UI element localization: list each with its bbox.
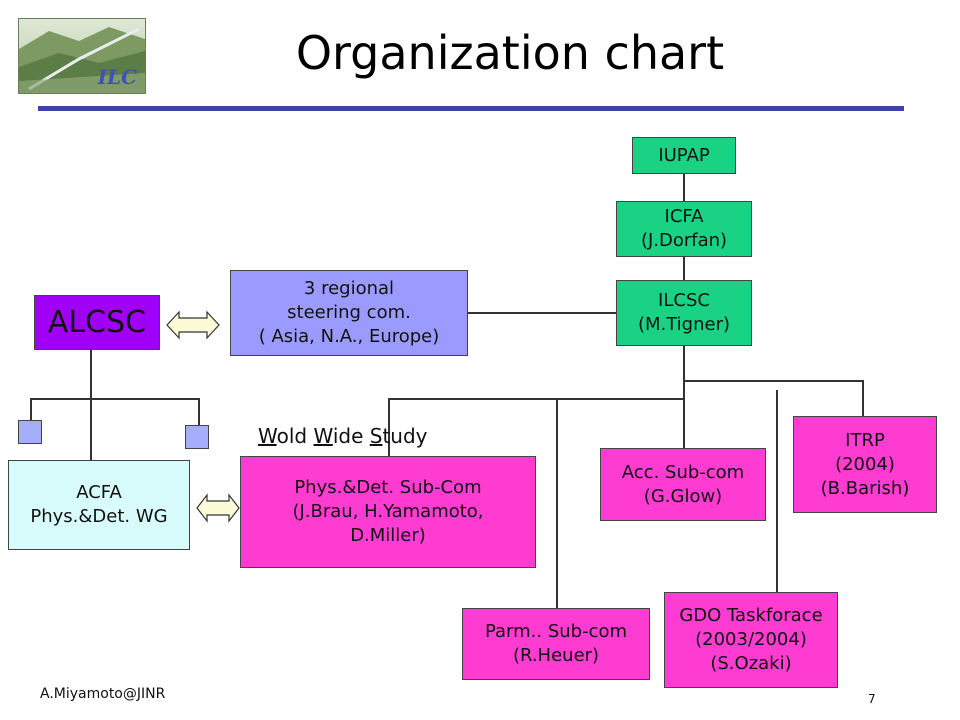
node-acfa-line-1: ACFA [76,482,122,503]
node-regional-line-2: steering com. [287,302,411,323]
node-acc-line-2: (G.Glow) [643,485,723,507]
node-physdet-line-1: Phys.&Det. Sub-Com [294,477,482,498]
node-itrp-line-2: (2004) [835,453,895,475]
node-parm-line-1: Parm.. Sub-com [484,621,628,642]
node-icfa: ICFA (J.Dorfan) [616,201,752,257]
connector-parm-drop [556,398,558,608]
node-acfa-line-2: Phys.&Det. WG [30,506,168,527]
connector-acc-drop [683,380,685,448]
node-alcsc-line-1: ALCSC [47,304,147,340]
double-arrow-icon-bottom [196,493,240,523]
page-title: Organization chart [295,26,725,80]
wws-initial-s: S [369,424,383,448]
sub-square-right [185,425,209,449]
world-wide-study-label: Wold Wide Study [258,424,428,448]
connector-regional-ilcsc [467,312,616,314]
node-regional-line-3: ( Asia, N.A., Europe) [258,326,440,347]
node-ilcsc-line-1: ILCSC [658,290,710,311]
wws-rest-3: tudy [382,424,428,448]
node-ilcsc-line-2: (M.Tigner) [637,314,731,335]
node-gdo-line-1: GDO Taskforace [679,605,823,626]
connector-ilcsc-down [683,346,685,380]
node-iupap: IUPAP [632,137,736,174]
node-regional-steering: 3 regional steering com. ( Asia, N.A., E… [230,270,468,356]
wws-rest-1: old [276,424,314,448]
node-physdet-line-2: (J.Brau, H.Yamamoto, [292,501,484,522]
wws-rest-2: ide [332,424,370,448]
wws-initial-w1: W [258,424,277,448]
node-itrp: ITRP (2004) (B.Barish) [793,416,937,513]
connector-right-square-drop [198,398,200,425]
node-regional-line-1: 3 regional [303,278,395,299]
connector-gdo-drop [776,390,778,592]
node-alcsc: ALCSC [34,295,160,350]
node-itrp-line-1: ITRP [845,429,885,451]
node-icfa-line-1: ICFA [664,206,704,227]
node-itrp-line-3: (B.Barish) [820,477,910,499]
title-divider [38,106,904,111]
node-gdo-taskforce: GDO Taskforace (2003/2004) (S.Ozaki) [664,592,838,688]
node-icfa-line-2: (J.Dorfan) [640,230,728,251]
node-parm-line-2: (R.Heuer) [512,645,600,666]
node-gdo-line-2: (2003/2004) [695,629,807,650]
connector-physdet-drop [388,398,390,456]
connector-hbar-right [683,380,863,382]
connector-left-square-drop [30,398,32,420]
node-parm-subcom: Parm.. Sub-com (R.Heuer) [462,608,650,680]
logo-text: ILC [97,65,137,89]
page-number: 7 [868,692,876,706]
connector-itrp-drop [862,380,864,416]
connector-icfa-ilcsc [683,256,685,280]
wws-initial-w2: W [313,424,333,448]
node-ilcsc: ILCSC (M.Tigner) [616,280,752,346]
connector-hbar-left [388,398,684,400]
node-acc-line-1: Acc. Sub-com [621,461,745,483]
footer-author: A.Miyamoto@JINR [40,686,166,702]
node-physdet-subcom: Phys.&Det. Sub-Com (J.Brau, H.Yamamoto, … [240,456,536,568]
node-acc-subcom: Acc. Sub-com (G.Glow) [600,448,766,521]
connector-alcsc-down [90,350,92,460]
node-physdet-line-3: D.Miller) [350,525,426,546]
connector-alcsc-hbar [30,398,200,400]
connector-iupap-icfa [683,173,685,201]
double-arrow-icon-top [166,310,220,340]
node-gdo-line-3: (S.Ozaki) [710,653,792,674]
node-acfa: ACFA Phys.&Det. WG [8,460,190,550]
ilc-logo: ILC [18,18,146,94]
sub-square-left [18,420,42,444]
node-iupap-line-1: IUPAP [658,144,710,166]
